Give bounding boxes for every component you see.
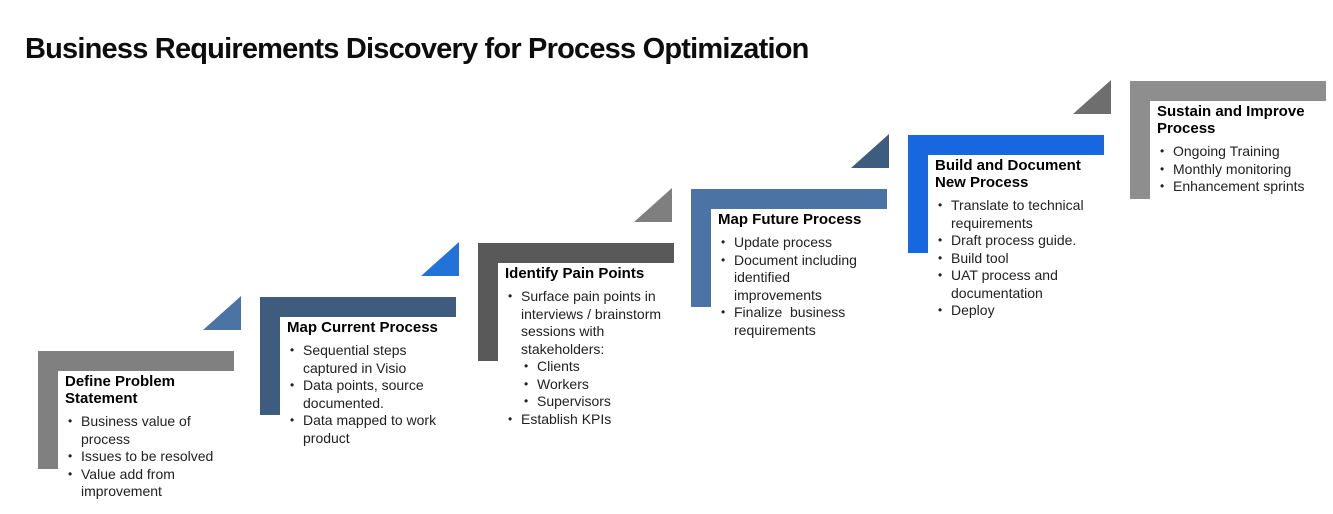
step-bar-horizontal — [38, 351, 234, 371]
bullet-dot-icon: • — [938, 198, 943, 212]
step-bar-vertical — [38, 351, 58, 469]
list-item: •Translate to technical requirements — [938, 197, 1088, 231]
list-item: •Clients — [524, 358, 580, 374]
list-item: •Surface pain points in interviews / bra… — [505, 288, 685, 411]
bullet-dot-icon: • — [508, 289, 513, 303]
list-item: •Draft process guide. — [938, 232, 1077, 248]
list-item: •Data points, source documented. — [290, 377, 428, 411]
list-item: •Business value of process — [68, 413, 195, 447]
list-item: •Establish KPIs — [508, 410, 612, 427]
step-heading: Build and Document New Process — [935, 157, 1081, 191]
step-up-arrow-icon — [421, 242, 459, 276]
step-bar-horizontal — [1130, 81, 1326, 101]
step-up-arrow-icon — [1073, 80, 1111, 114]
list-item: •Data mapped to work product — [290, 412, 440, 446]
list-item: •Finalize business requirements — [721, 304, 850, 338]
step-heading: Identify Pain Points — [505, 265, 645, 282]
bullet-dot-icon: • — [290, 343, 295, 357]
bullet-dot-icon: • — [290, 378, 295, 392]
step-heading: Map Current Process — [287, 319, 438, 336]
step-up-arrow-icon — [634, 188, 672, 222]
list-item: •Build tool — [938, 249, 1009, 266]
bullet-dot-icon: • — [68, 466, 73, 481]
step-up-arrow-icon — [203, 296, 241, 330]
step-bullet-list: •Sequential steps captured in Visio •Dat… — [287, 342, 457, 447]
step-sub-bullet-list: •Clients •Workers •Supervisors — [521, 358, 685, 411]
step-heading: Sustain and Improve Process — [1157, 103, 1305, 137]
step-bar-horizontal — [260, 297, 456, 317]
bullet-dot-icon: • — [721, 235, 726, 249]
bullet-dot-icon: • — [938, 268, 943, 282]
list-item: •Monthly monitoring — [1160, 160, 1292, 177]
step-bullet-list: •Translate to technical requirements •Dr… — [935, 197, 1105, 320]
step-heading: Define Problem Statement — [65, 373, 176, 407]
step-card: Define Problem Statement •Business value… — [65, 373, 233, 501]
bullet-dot-icon: • — [68, 449, 73, 463]
step-bullet-list: •Surface pain points in interviews / bra… — [505, 288, 685, 428]
list-item: •UAT process and documentation — [938, 267, 1062, 301]
step-card: Map Future Process •Update process •Docu… — [718, 211, 878, 339]
step-bar-horizontal — [908, 135, 1104, 155]
list-item: •Deploy — [938, 302, 995, 318]
step-bar-vertical — [691, 189, 711, 307]
list-item: •Workers — [524, 375, 589, 392]
list-item: •Value add from improvement — [68, 465, 179, 500]
bullet-dot-icon: • — [524, 376, 529, 391]
bullet-dot-icon: • — [290, 413, 295, 427]
bullet-dot-icon: • — [938, 233, 943, 247]
list-item: •Supervisors — [524, 393, 611, 409]
step-heading: Map Future Process — [718, 211, 862, 228]
bullet-dot-icon: • — [508, 411, 513, 426]
step-bullet-list: •Business value of process •Issues to be… — [65, 413, 233, 501]
step-bar-vertical — [1130, 81, 1150, 199]
step-bullet-list: •Ongoing Training •Monthly monitoring •E… — [1157, 143, 1332, 196]
bullet-dot-icon: • — [938, 250, 943, 265]
bullet-dot-icon: • — [1160, 161, 1165, 176]
list-item: •Enhancement sprints — [1160, 178, 1305, 194]
list-item: •Update process — [721, 234, 833, 250]
list-item: •Issues to be resolved — [68, 448, 214, 464]
step-bullet-list: •Update process •Document including iden… — [718, 234, 878, 339]
bullet-dot-icon: • — [721, 252, 726, 267]
bullet-dot-icon: • — [68, 414, 73, 428]
step-bar-vertical — [260, 297, 280, 415]
bullet-dot-icon: • — [721, 305, 726, 319]
step-bar-horizontal — [691, 189, 887, 209]
list-item: •Sequential steps captured in Visio — [290, 342, 411, 376]
step-card: Sustain and Improve Process •Ongoing Tra… — [1157, 103, 1332, 196]
bullet-dot-icon: • — [524, 394, 529, 408]
bullet-dot-icon: • — [524, 359, 529, 373]
step-up-arrow-icon — [851, 134, 889, 168]
page-title: Business Requirements Discovery for Proc… — [25, 33, 809, 66]
step-card: Build and Document New Process •Translat… — [935, 157, 1105, 320]
bullet-dot-icon: • — [1160, 144, 1165, 158]
list-item: •Ongoing Training — [1160, 143, 1280, 159]
bullet-dot-icon: • — [1160, 179, 1165, 193]
step-card: Map Current Process •Sequential steps ca… — [287, 319, 457, 447]
list-item: •Document including identified improveme… — [721, 251, 861, 303]
step-bar-horizontal — [478, 243, 674, 263]
step-card: Identify Pain Points •Surface pain point… — [505, 265, 685, 428]
step-bar-vertical — [908, 135, 928, 253]
bullet-dot-icon: • — [938, 303, 943, 317]
step-bar-vertical — [478, 243, 498, 361]
